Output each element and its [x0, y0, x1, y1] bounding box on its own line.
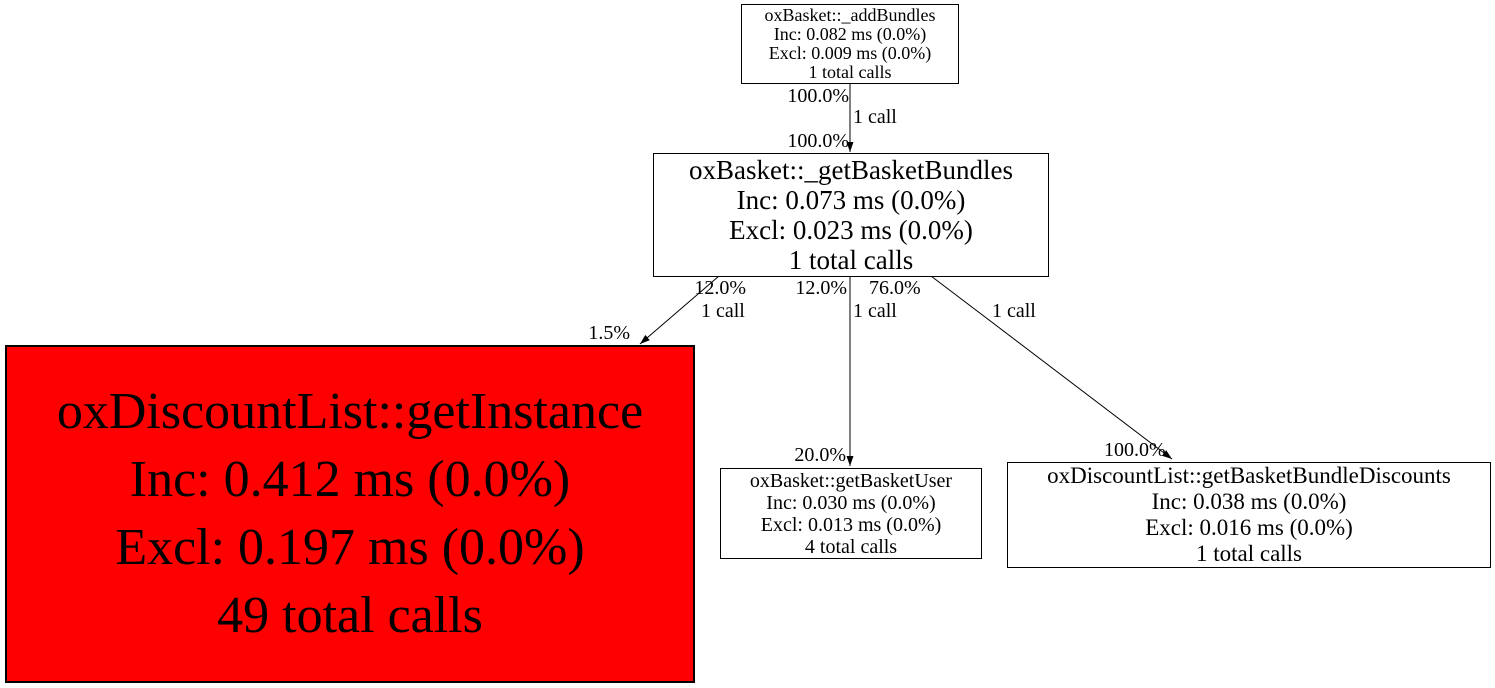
- edge-call-count-label: 1 call: [701, 300, 745, 322]
- edge-source-pct-label: 76.0%: [869, 277, 921, 299]
- node-excl-time: Excl: 0.016 ms (0.0%): [1145, 515, 1353, 540]
- node-excl-time: Excl: 0.009 ms (0.0%): [768, 43, 932, 63]
- edge-target-pct-label: 100.0%: [1104, 439, 1166, 461]
- edge-target-pct-label: 20.0%: [794, 444, 846, 466]
- node-excl-time: Excl: 0.197 ms (0.0%): [115, 519, 585, 576]
- node-oxbasket-addbundles: oxBasket::_addBundles Inc: 0.082 ms (0.0…: [741, 4, 959, 84]
- node-inc-time: Inc: 0.073 ms (0.0%): [736, 185, 966, 215]
- node-inc-time: Inc: 0.038 ms (0.0%): [1151, 489, 1347, 514]
- node-excl-time: Excl: 0.023 ms (0.0%): [729, 215, 973, 245]
- edge-source-pct-label: 12.0%: [795, 277, 847, 299]
- node-total-calls: 49 total calls: [217, 587, 483, 644]
- node-oxdiscountlist-getinstance: oxDiscountList::getInstance Inc: 0.412 m…: [5, 345, 695, 683]
- node-title: oxBasket::getBasketUser: [749, 469, 953, 492]
- edge-source-pct-label: 100.0%: [787, 85, 849, 107]
- node-title: oxBasket::_addBundles: [764, 5, 936, 25]
- edge-getbasketbundles-to-getinstance: [639, 275, 720, 345]
- node-title: oxBasket::_getBasketBundles: [689, 155, 1013, 185]
- node-oxdiscountlist-getbasketbundlediscounts: oxDiscountList::getBasketBundleDiscounts…: [1007, 462, 1491, 568]
- edge-target-pct-label: 100.0%: [787, 130, 849, 152]
- node-title: oxDiscountList::getBasketBundleDiscounts: [1047, 463, 1451, 488]
- edge-target-pct-label: 1.5%: [588, 322, 630, 344]
- node-title: oxDiscountList::getInstance: [56, 383, 644, 440]
- node-oxbasket-getbasketbundles: oxBasket::_getBasketBundles Inc: 0.073 m…: [653, 153, 1049, 277]
- edge-call-count-label: 1 call: [853, 300, 897, 322]
- node-total-calls: 1 total calls: [788, 245, 914, 275]
- node-inc-time: Inc: 0.082 ms (0.0%): [773, 24, 927, 44]
- node-excl-time: Excl: 0.013 ms (0.0%): [760, 513, 942, 536]
- node-total-calls: 1 total calls: [1195, 541, 1303, 566]
- node-inc-time: Inc: 0.030 ms (0.0%): [766, 491, 936, 514]
- node-oxbasket-getbasketuser: oxBasket::getBasketUser Inc: 0.030 ms (0…: [720, 468, 982, 559]
- edge-source-pct-label: 12.0%: [694, 277, 746, 299]
- edge-call-count-label: 1 call: [992, 300, 1036, 322]
- node-inc-time: Inc: 0.412 ms (0.0%): [129, 451, 571, 508]
- node-total-calls: 1 total calls: [808, 62, 892, 82]
- edge-call-count-label: 1 call: [853, 106, 897, 128]
- edge-getbasketbundles-to-getbasketbundlediscounts: [930, 275, 1173, 460]
- node-total-calls: 4 total calls: [804, 535, 898, 558]
